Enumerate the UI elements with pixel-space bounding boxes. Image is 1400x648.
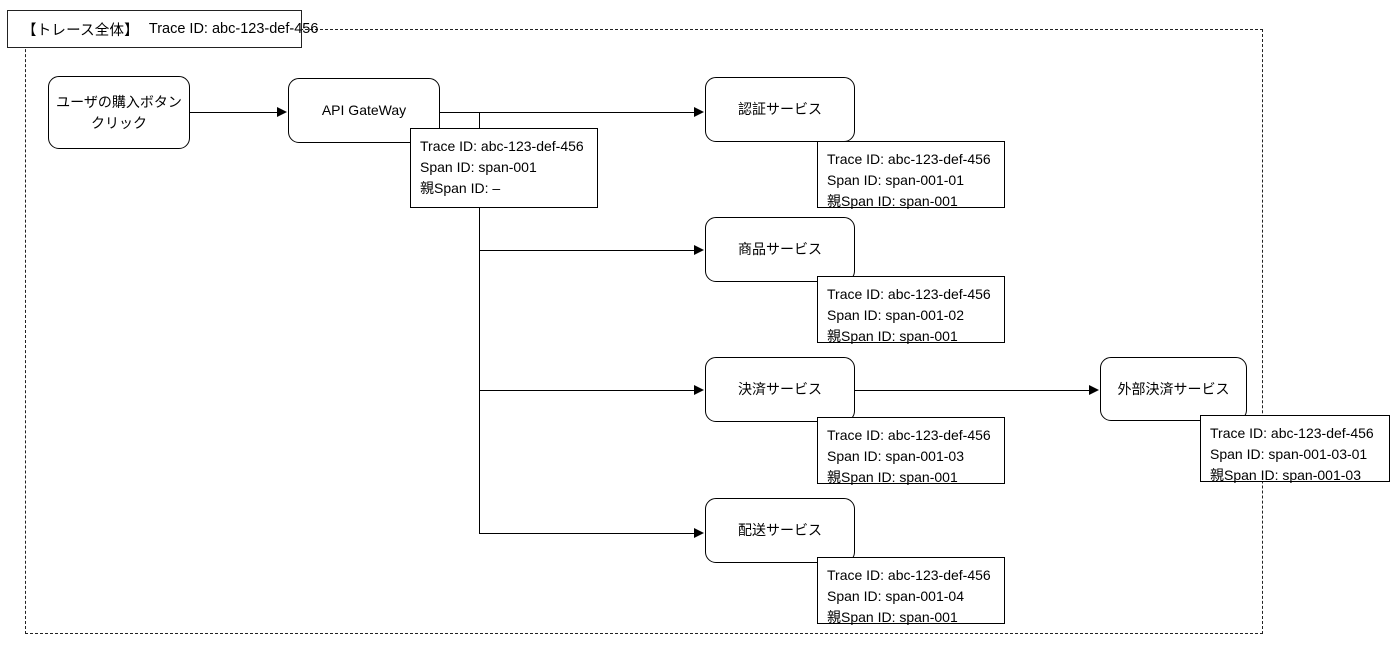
span-box-payment: Trace ID: abc-123-def-456 Span ID: span-… [817, 417, 1005, 485]
span-parent-id: 親Span ID: span-001 [827, 328, 958, 344]
span-trace-id: Trace ID: abc-123-def-456 [827, 286, 991, 302]
span-span-id: Span ID: span-001-01 [827, 172, 964, 188]
span-box-product: Trace ID: abc-123-def-456 Span ID: span-… [817, 276, 1005, 344]
span-box-shipping: Trace ID: abc-123-def-456 Span ID: span-… [817, 557, 1005, 625]
span-trace-id: Trace ID: abc-123-def-456 [827, 567, 991, 583]
edge-user-to-gateway [190, 112, 278, 113]
edge-gateway-trunk [479, 112, 480, 534]
span-span-id: Span ID: span-001-04 [827, 588, 964, 604]
node-shipping-service[interactable]: 配送サービス [705, 498, 855, 563]
edge-trunk-to-auth [479, 112, 695, 113]
span-box-external: Trace ID: abc-123-def-456 Span ID: span-… [1200, 415, 1390, 483]
node-product-service[interactable]: 商品サービス [705, 217, 855, 282]
span-parent-id: 親Span ID: – [420, 180, 501, 196]
span-trace-id: Trace ID: abc-123-def-456 [827, 151, 991, 167]
span-parent-id: 親Span ID: span-001 [827, 193, 958, 209]
trace-title-trace-id: Trace ID: abc-123-def-456 [148, 21, 319, 37]
arrowhead-payment-to-external [1089, 385, 1099, 395]
span-span-id: Span ID: span-001-03-01 [1210, 446, 1368, 462]
span-span-id: Span ID: span-001-03 [827, 448, 964, 464]
span-span-id: Span ID: span-001 [420, 159, 537, 175]
span-parent-id: 親Span ID: span-001 [827, 469, 958, 485]
arrowhead-trunk-to-product [694, 245, 704, 255]
span-trace-id: Trace ID: abc-123-def-456 [1210, 425, 1374, 441]
node-payment-service[interactable]: 決済サービス [705, 357, 855, 422]
edge-payment-to-external [855, 390, 1090, 391]
span-trace-id: Trace ID: abc-123-def-456 [827, 427, 991, 443]
edge-trunk-to-product [479, 250, 695, 251]
arrowhead-user-to-gateway [277, 107, 287, 117]
node-auth-service[interactable]: 認証サービス [705, 77, 855, 142]
span-trace-id: Trace ID: abc-123-def-456 [420, 138, 584, 154]
edge-trunk-to-shipping [479, 533, 695, 534]
trace-boundary-frame [25, 29, 1263, 634]
span-box-gateway: Trace ID: abc-123-def-456 Span ID: span-… [410, 128, 598, 208]
arrowhead-trunk-to-shipping [694, 528, 704, 538]
arrowhead-trunk-to-payment [694, 385, 704, 395]
arrowhead-trunk-to-auth [694, 107, 704, 117]
span-box-auth: Trace ID: abc-123-def-456 Span ID: span-… [817, 141, 1005, 209]
edge-gateway-stub [440, 112, 480, 113]
trace-title-label: 【トレース全体】 [22, 22, 139, 39]
node-user-purchase-click[interactable]: ユーザの購入ボタン クリック [48, 76, 190, 149]
node-api-gateway[interactable]: API GateWay [288, 78, 440, 143]
span-parent-id: 親Span ID: span-001-03 [1210, 467, 1361, 483]
node-external-payment-service[interactable]: 外部決済サービス [1100, 357, 1247, 421]
span-parent-id: 親Span ID: span-001 [827, 609, 958, 625]
span-span-id: Span ID: span-001-02 [827, 307, 964, 323]
edge-trunk-to-payment [479, 390, 695, 391]
trace-title-box: 【トレース全体】 Trace ID: abc-123-def-456 [7, 10, 318, 48]
